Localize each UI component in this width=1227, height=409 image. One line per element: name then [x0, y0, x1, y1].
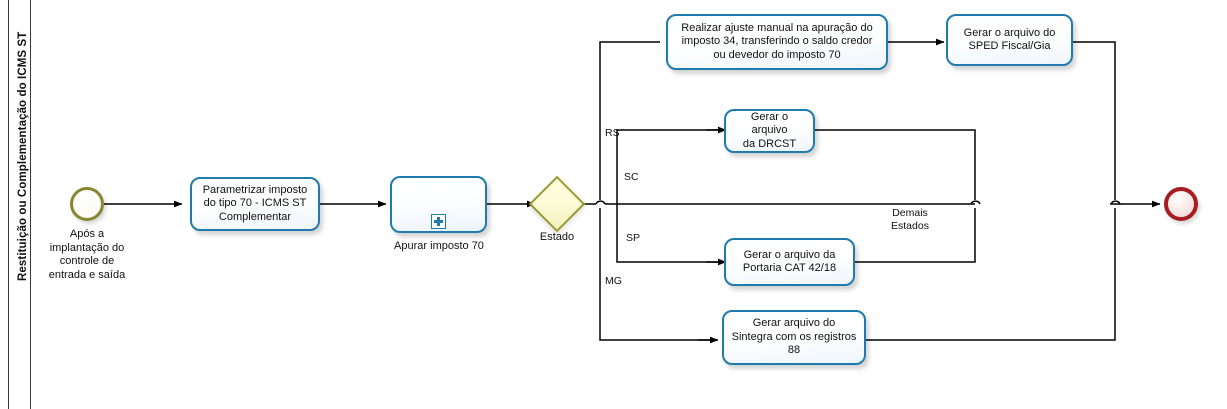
subprocess-label: Apurar imposto 70 [394, 240, 484, 252]
edge-drcst-to-merge [815, 129, 976, 200]
start-event-label: Após a implantação do controle de entrad… [48, 228, 126, 281]
flow-label-sp: SP [626, 232, 641, 244]
task-parametrizar-imposto[interactable]: Parametrizar imposto do tipo 70 - ICMS S… [190, 177, 320, 231]
pool-boundary [8, 0, 1227, 409]
task-ajuste-manual[interactable]: Realizar ajuste manual na apuração do im… [666, 14, 888, 70]
line-jump-right-rail [1110, 200, 1121, 205]
edge-portaria-to-merge [855, 208, 976, 263]
task-portaria-cat[interactable]: Gerar o arquivo da Portaria CAT 42/18 [724, 238, 855, 286]
task-drcst-label: Gerar o arquivo da DRCST [742, 110, 797, 150]
end-event[interactable] [1164, 187, 1198, 221]
task-sped-fiscal-gia[interactable]: Gerar o arquivo do SPED Fiscal/Gia [946, 14, 1073, 66]
flow-label-sc: SC [624, 171, 639, 183]
task-gerar-drcst[interactable]: Gerar o arquivo da DRCST [724, 109, 815, 153]
task-gerar-sintegra[interactable]: Gerar arquivo do Sintegra com os registr… [722, 310, 866, 365]
edge-rail-inner-sp [616, 204, 722, 263]
gateway-estado-label: Estado [539, 231, 575, 243]
flow-label-demais-estados: Demais Estados [891, 207, 929, 232]
lane-divider [30, 0, 31, 409]
edge-rail-outer-top [599, 41, 660, 200]
start-event[interactable] [70, 187, 104, 221]
flow-label-mg: MG [605, 275, 622, 287]
edge-sped-to-right-rail [1073, 41, 1116, 200]
plus-icon[interactable] [431, 214, 446, 229]
edge-rail-inner-rs [616, 129, 722, 204]
edge-right-rail-to-sintegra [866, 208, 1116, 341]
task-sped-fiscal-label: Gerar o arquivo do SPED Fiscal/Gia [963, 26, 1056, 53]
flow-label-rs: RS [605, 127, 620, 139]
line-jump-merge-rail [970, 200, 981, 205]
task-ajuste-manual-label: Realizar ajuste manual na apuração do im… [681, 21, 873, 61]
edge-rail-outer-bottom [599, 208, 714, 341]
start-event-inner-ring [75, 192, 99, 216]
lane-title: Restituição ou Complementação do ICMS ST [17, 31, 29, 281]
subprocess-apurar-imposto-70[interactable] [390, 176, 487, 233]
task-sintegra-label: Gerar arquivo do Sintegra com os registr… [731, 317, 857, 357]
task-portaria-cat-label: Gerar o arquivo da Portaria CAT 42/18 [742, 248, 837, 275]
line-jump-gateway [595, 200, 606, 205]
task-parametrizar-label: Parametrizar imposto do tipo 70 - ICMS S… [202, 183, 308, 223]
